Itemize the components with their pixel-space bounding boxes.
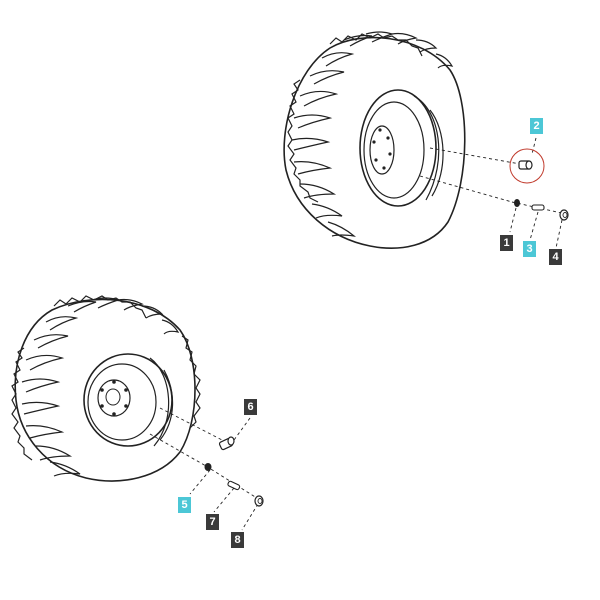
- callout-8: 8: [231, 532, 244, 548]
- callout-3: 3: [523, 241, 536, 257]
- upper-wheel: [283, 31, 466, 249]
- callout-5: 5: [178, 497, 191, 513]
- callout-6: 6: [244, 399, 257, 415]
- callout-7: 7: [206, 514, 219, 530]
- lower-hub-center: [105, 388, 121, 406]
- upper-tire-outline: [283, 36, 466, 249]
- callout-4: 4: [549, 249, 562, 265]
- upper-rim-outer: [359, 89, 437, 207]
- lower-wheel: [11, 295, 201, 482]
- lower-washer-part-5: [204, 463, 212, 471]
- callout-1: 1: [500, 235, 513, 251]
- lower-stud-part-7: [227, 480, 241, 491]
- lower-nut-part-8: [254, 495, 264, 507]
- upper-rim-mid: [363, 101, 425, 199]
- lower-bolt-part-6: [218, 436, 235, 451]
- lower-rim-mid: [87, 363, 157, 441]
- upper-hub-bolts: [372, 128, 392, 170]
- callout-2: 2: [530, 118, 543, 134]
- upper-hub: [369, 125, 395, 175]
- upper-tire-tread: [287, 31, 454, 237]
- upper-washer-part-1: [514, 199, 520, 207]
- lower-tire-tread: [11, 295, 201, 477]
- upper-leader-lines: [419, 137, 567, 249]
- upper-hardware: [509, 148, 569, 221]
- upper-bolt-part-2: [518, 160, 533, 170]
- upper-stud-part-3: [531, 204, 545, 211]
- highlight-ring: [509, 148, 545, 184]
- lower-hardware: [204, 436, 264, 507]
- lower-hub: [97, 379, 131, 417]
- upper-nut-part-4: [559, 209, 569, 221]
- lower-hub-bolts: [100, 380, 128, 416]
